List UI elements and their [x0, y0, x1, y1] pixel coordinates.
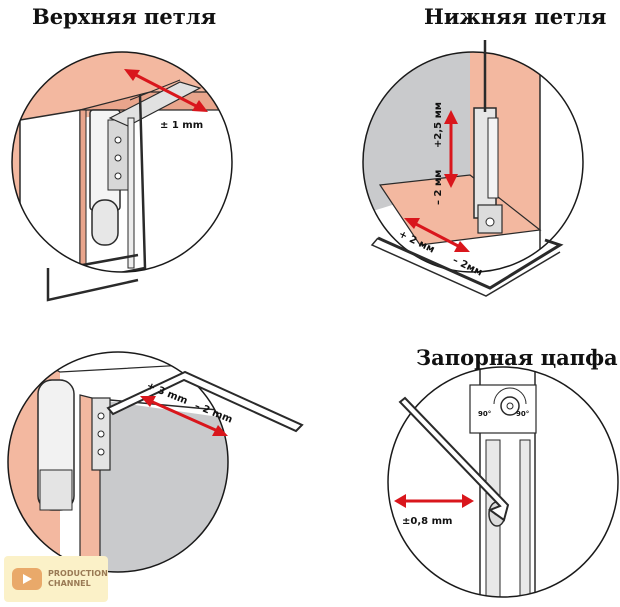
bottom-hinge-panel: +2,5 мм – 2 мм + 2 мм – 2мм: [362, 40, 584, 297]
watermark-text: PRODUCTION CHANNEL: [48, 569, 108, 589]
watermark-line-1: PRODUCTION: [48, 569, 108, 578]
pin-angle-left-label: 90°: [478, 410, 491, 418]
locking-pin-panel: 90° 90° ±0,8 mm: [387, 366, 619, 598]
side-hinge-arrow: [140, 396, 228, 436]
pin-angle-right-label: 90°: [516, 410, 529, 418]
bottom-hinge-down-label: – 2 мм: [433, 170, 444, 205]
locking-pin-measure-label: ±0,8 mm: [402, 516, 452, 527]
top-hinge-arrow: [124, 69, 208, 112]
top-hinge-panel: ± 1 mm: [11, 51, 233, 302]
bottom-hinge-horizontal-arrow: [404, 218, 470, 252]
bottom-hinge-up-label: +2,5 мм: [433, 102, 444, 148]
watermark-badge: PRODUCTION CHANNEL: [4, 556, 108, 602]
watermark-line-2: CHANNEL: [48, 579, 91, 588]
bottom-hinge-vertical-arrow: [444, 110, 458, 188]
play-icon: [12, 568, 42, 590]
locking-pin-title: Запорная цапфа: [416, 345, 618, 370]
bottom-hinge-title: Нижняя петля: [424, 4, 607, 29]
locking-pin-arrow: [394, 494, 474, 508]
side-hinge-panel: + 3 mm – 2 mm: [7, 351, 304, 573]
top-hinge-measure-label: ± 1 mm: [160, 120, 203, 131]
top-hinge-title: Верхняя петля: [32, 4, 217, 29]
